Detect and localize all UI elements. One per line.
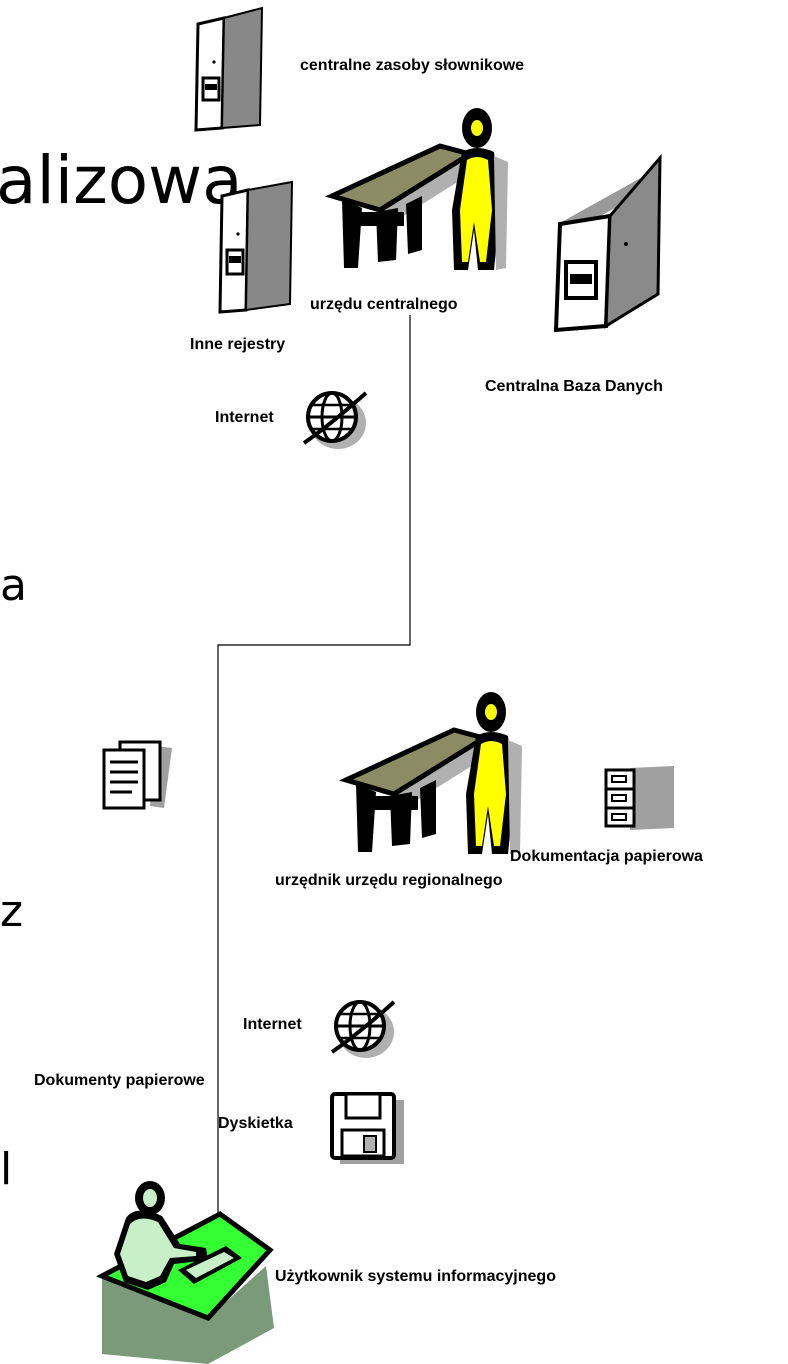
- person-at-desk-icon: [338, 692, 522, 854]
- person-at-desk-icon: [324, 108, 508, 270]
- bg-text-fragment-l: l: [0, 1144, 13, 1195]
- label-paper-docs-archive: Dokumentacja papierowa: [510, 848, 703, 865]
- label-system-user: Użytkownik systemu informacyjnego: [275, 1268, 556, 1285]
- filing-cabinet-icon: [604, 766, 674, 830]
- label-regional-clerk: urzędnik urzędu regionalnego: [275, 872, 503, 889]
- label-central-dictionaries: centralne zasoby słownikowe: [300, 57, 525, 74]
- server-icon: [218, 180, 294, 314]
- globe-icon: [330, 1000, 396, 1058]
- bg-text-fragment-z: z: [0, 886, 24, 937]
- server-icon: [194, 6, 264, 132]
- label-internet-top: Internet: [215, 409, 274, 426]
- globe-icon: [302, 391, 368, 449]
- user-at-computer-icon: [96, 1181, 274, 1364]
- label-internet-bottom: Internet: [243, 1016, 302, 1033]
- bg-text-fragment-a: a: [0, 560, 27, 611]
- documents-icon: [102, 740, 172, 810]
- connector-line: [217, 315, 411, 1220]
- label-central-office: urzędu centralnego: [310, 296, 458, 313]
- floppy-disk-icon: [330, 1092, 404, 1164]
- label-central-db: Centralna Baza Danych: [485, 378, 663, 395]
- server-icon: [553, 153, 662, 333]
- label-other-registers: Inne rejestry: [190, 336, 286, 353]
- label-floppy: Dyskietka: [218, 1115, 293, 1132]
- bg-title-fragment: alizowa: [0, 142, 243, 219]
- label-paper-documents: Dokumenty papierowe: [34, 1072, 205, 1089]
